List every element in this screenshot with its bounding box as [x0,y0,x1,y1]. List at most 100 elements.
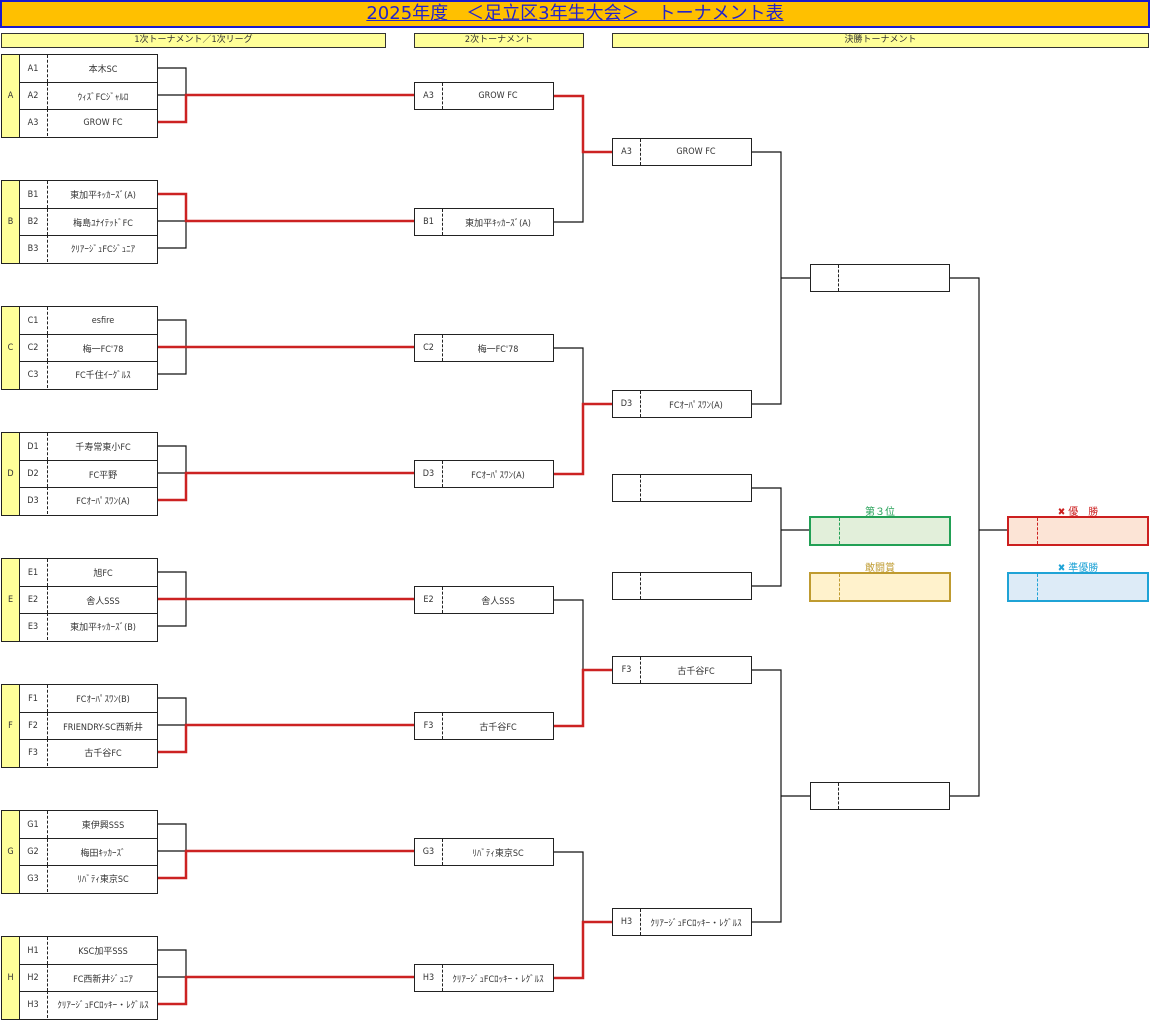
third-place-connector [752,487,782,587]
slot-code: C2 [415,335,443,361]
group-connector [158,949,187,977]
slot-name: GROW FC [676,147,716,157]
team-code: B3 [19,235,48,262]
group-connector [158,445,187,473]
team-name: KSC加平SSS [78,947,128,957]
team-row[interactable]: A1 本木SC [19,55,158,82]
team-row[interactable]: H1 KSC加平SSS [19,937,158,964]
round2-connector [554,152,584,223]
team-row[interactable]: F2 FRIENDRY-SC西新井 [19,712,158,740]
team-name: FRIENDRY-SC西新井 [63,722,143,733]
runner-up-label-wrap: ✖ 準優勝 [1008,559,1148,574]
team-code: H1 [19,937,48,964]
runner-up-label: 準優勝 [1068,563,1099,574]
team-code: D1 [19,433,48,460]
round2-connector [554,347,584,404]
team-name: 梅一FC'78 [82,344,124,355]
group-block: BB1東加平ｷｯｶｰｽﾞ(A)B2梅島ﾕﾅｲﾃｯﾄﾞFCB3ｸﾘｱｰｼﾞｭFCｼ… [1,180,158,264]
team-code: D3 [19,487,48,514]
team-name: FC千住ｲｰｸﾞﾙｽ [75,371,131,381]
group-winner-connector [158,471,414,502]
group-letter: C [2,307,20,389]
team-code: C1 [19,307,48,334]
slot-code: D3 [415,461,443,487]
slot-code: F3 [415,713,443,739]
team-name: 本木SC [88,65,118,75]
third-place-match-slot[interactable] [612,474,752,502]
slot-code [613,573,641,599]
team-name: 古千谷FC [84,749,122,759]
slot-name: ｸﾘｱｰｼﾞｭFCﾛｯｷｰ・ﾚｸﾞﾙｽ [452,974,544,985]
team-row[interactable]: A2 ｳｨｽﾞFCｼﾞｬﾙﾛ [19,82,158,110]
group-letter: D [2,433,20,515]
slot-code: H3 [613,909,641,935]
champion-box [1007,516,1149,546]
team-row[interactable]: G3 ﾘﾊﾞﾃｨ東京SC [19,865,158,892]
group-winner-connector [158,849,414,880]
slot-name: 東加平ｷｯｶｰｽﾞ(A) [465,218,531,229]
semifinal-slot[interactable] [810,264,950,292]
team-code: F2 [19,713,48,739]
team-code: A1 [19,55,48,82]
team-code: F3 [19,739,48,766]
team-code: H3 [19,991,48,1018]
round3-connector [752,151,782,405]
team-name: ﾘﾊﾞﾃｨ東京SC [77,875,129,885]
fighting-spirit-label: 敢闘賞 [865,563,895,574]
page-title[interactable]: 2025年度 ＜足立区3年生大会＞ トーナメント表 [366,3,784,24]
team-row[interactable]: F3 古千谷FC [19,739,158,766]
group-connector [158,697,187,725]
round2-winner-connector [554,920,612,980]
semifinal-slot[interactable] [810,782,950,810]
round2-connector [554,599,584,670]
group-letter: H [2,937,20,1019]
team-code: G3 [19,865,48,892]
third-place-label: 第３位 [865,507,895,518]
round2-connector [554,851,584,922]
group-winner-connector [158,192,414,223]
group-letter: F [2,685,20,767]
runner-up-box [1007,572,1149,602]
third-place-match-slot[interactable] [612,572,752,600]
team-name: ｳｨｽﾞFCｼﾞｬﾙﾛ [77,92,129,103]
group-letter: B [2,181,20,263]
team-code: A2 [19,83,48,109]
slot-code: E2 [415,587,443,613]
slot-name: GROW FC [478,91,518,101]
